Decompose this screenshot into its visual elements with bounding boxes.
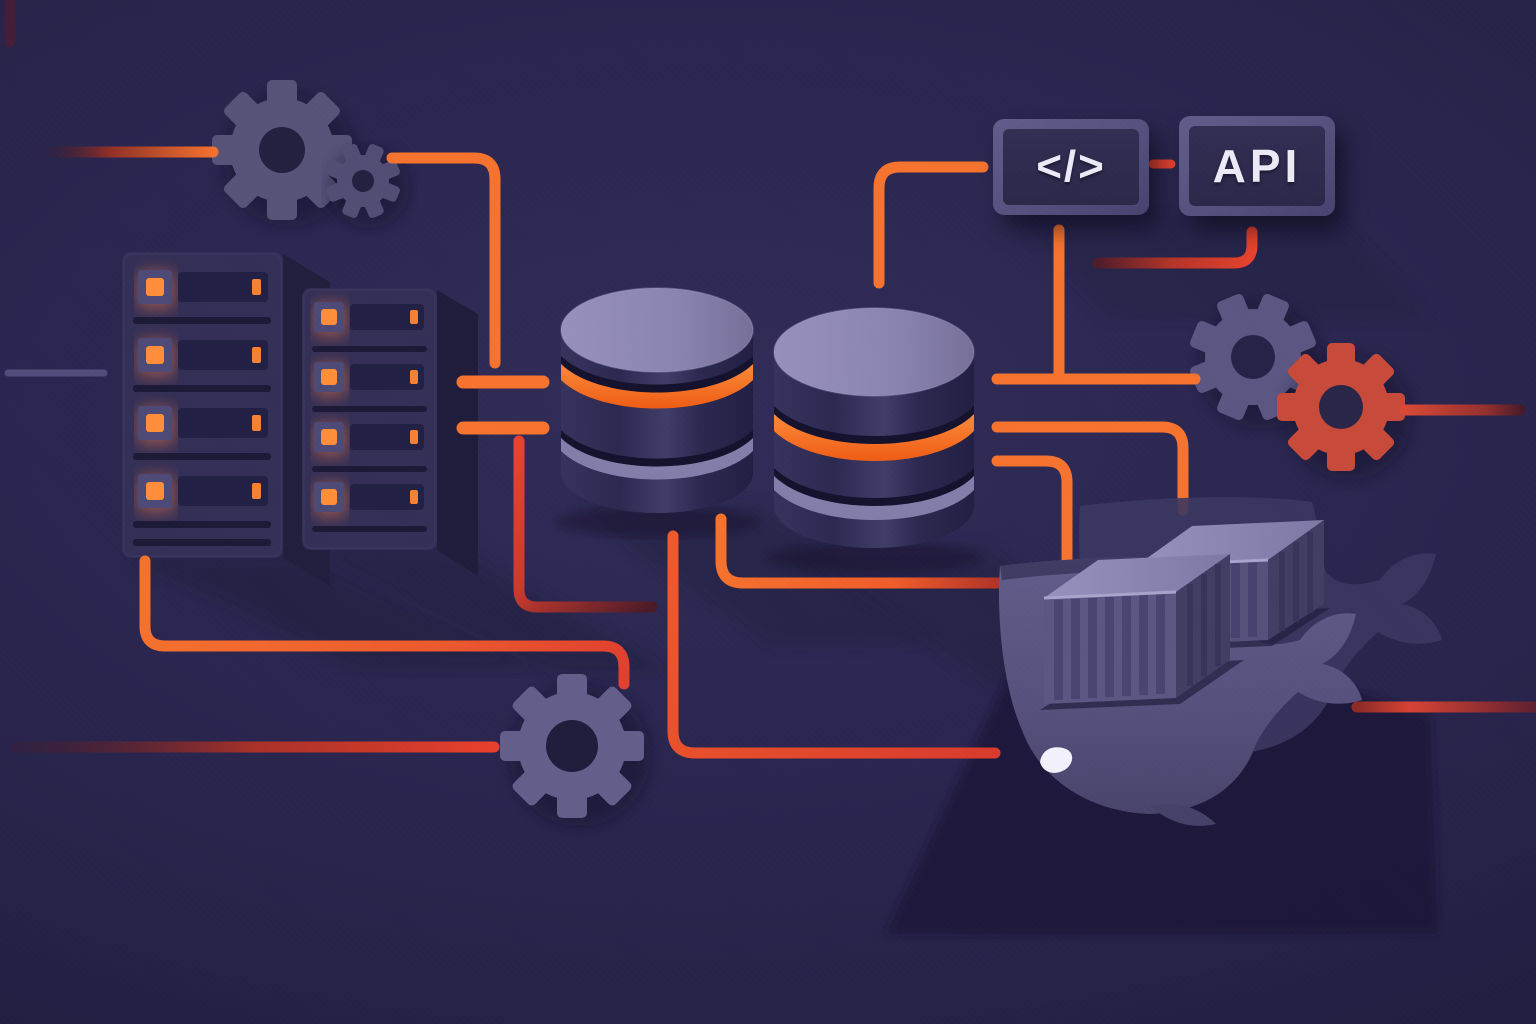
db-band-orange [774, 414, 974, 461]
whale-eye [1040, 747, 1073, 773]
server-rack-left [122, 252, 330, 586]
server-unit [138, 270, 268, 304]
connector-line [715, 513, 1054, 589]
whale-fin [1150, 804, 1216, 826]
connector-line [873, 161, 989, 289]
server-unit [314, 482, 424, 512]
code-badge-label: </> [1036, 142, 1106, 191]
gear-top-left-small [326, 144, 409, 228]
connector-line [386, 152, 501, 369]
rack-left-units [133, 270, 271, 546]
database-left [555, 287, 759, 537]
server-unit [138, 338, 268, 372]
gear-right-red [1277, 343, 1411, 479]
server-unit [138, 474, 268, 508]
db-top [774, 308, 974, 396]
code-badge: </> [993, 119, 1149, 215]
api-badge: API [1179, 116, 1335, 216]
gear-bottom-center [500, 674, 650, 826]
database-right [768, 307, 980, 574]
server-unit [314, 362, 424, 392]
rack-right-units [312, 302, 427, 532]
server-unit [314, 302, 424, 332]
db-top [561, 288, 753, 372]
db-band-purple [774, 476, 974, 520]
connector-line [991, 421, 1189, 516]
db-band-purple [561, 438, 753, 480]
api-badge-label: API [1212, 140, 1302, 192]
connector-line [139, 555, 630, 690]
gear-top-left-large [212, 80, 356, 226]
container-front [1040, 554, 1244, 710]
connector-line [991, 455, 1073, 590]
server-rack-right [302, 288, 478, 576]
server-unit [314, 422, 424, 452]
connector-line [1092, 226, 1258, 269]
connector-line [513, 435, 658, 613]
docker-whale [998, 497, 1442, 826]
circuit-lines [4, 0, 1536, 759]
db-band-orange [561, 364, 753, 409]
server-unit [138, 406, 268, 440]
connector-line [667, 530, 1001, 759]
